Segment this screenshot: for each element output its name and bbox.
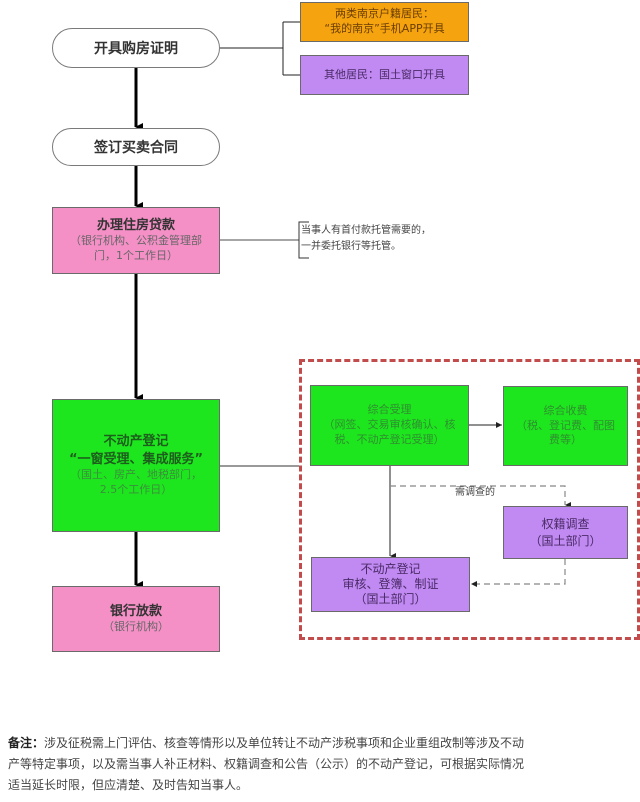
option-nanjing-line1: 两类南京户籍居民： xyxy=(335,7,434,21)
survey-condition-label: 需调查的 xyxy=(455,487,495,498)
option-other-label: 其他居民：国土窗口开具 xyxy=(324,67,445,81)
fees-title: 综合收费 xyxy=(543,403,588,417)
step-sign-contract-label: 签订买卖合同 xyxy=(94,140,178,156)
registration-line1: 不动产登记 xyxy=(360,562,421,576)
step-registration-title1: 不动产登记 xyxy=(103,434,169,450)
step-housing-loan-title: 办理住房贷款 xyxy=(96,217,175,233)
footnote-label: 备注： xyxy=(8,736,45,750)
fees-detail1: （税、登记费、配图 xyxy=(516,418,615,432)
loan-annotation: 当事人有首付款托管需要的， 一并委托银行等托管。 xyxy=(301,223,481,255)
acceptance-title: 综合受理 xyxy=(367,403,412,417)
step-property-registration: 不动产登记 “一窗受理、集成服务” （国土、房产、地税部门， 2.5个工作日） xyxy=(52,399,220,532)
step-registration-detail2: 2.5个工作日） xyxy=(99,483,173,497)
loan-annotation-line2: 一并委托银行等托管。 xyxy=(301,241,401,252)
option-nanjing-line2: “我的南京”手机APP开具 xyxy=(324,22,445,35)
acceptance-detail2: 税、不动产登记受理） xyxy=(334,432,445,446)
footnote-line3: 适当延长时限，但应清楚、及时告知当事人。 xyxy=(8,778,249,792)
option-other-residents: 其他居民：国土窗口开具 xyxy=(300,55,469,95)
step-bank-loan-release: 银行放款 （银行机构） xyxy=(52,586,220,652)
footnote: 备注：涉及征税需上门评估、核查等情形以及单位转让不动产涉税事项和企业重组改制等涉… xyxy=(8,733,638,796)
survey-title: 权籍调查 xyxy=(541,517,590,532)
survey-detail: （国土部门） xyxy=(529,533,602,548)
integrated-service-container xyxy=(299,359,640,640)
step-housing-loan-detail1: （银行机构、公积金管理部 xyxy=(70,234,202,248)
fees-detail2: 费等） xyxy=(549,433,582,447)
integrated-acceptance: 综合受理 （网签、交易审核确认、核 税、不动产登记受理） xyxy=(310,385,469,466)
step-sign-contract: 签订买卖合同 xyxy=(52,128,220,166)
option-nanjing-residents: 两类南京户籍居民： “我的南京”手机APP开具 xyxy=(300,2,469,42)
step-bank-loan-detail: （银行机构） xyxy=(103,620,169,634)
footnote-line2: 产等特定事项，以及需当事人补正材料、权籍调查和公告（公示）的不动产登记，可根据实… xyxy=(8,757,525,771)
step-bank-loan-title: 银行放款 xyxy=(109,603,162,619)
step-housing-loan-detail2: 门，1个工作日） xyxy=(94,249,178,263)
step-purchase-certificate-label: 开具购房证明 xyxy=(94,41,178,57)
step-registration-title2: “一窗受理、集成服务” xyxy=(68,451,204,467)
footnote-line1: 涉及征税需上门评估、核查等情形以及单位转让不动产涉税事项和企业重组改制等涉及不动 xyxy=(44,736,525,750)
title-survey: 权籍调查 （国土部门） xyxy=(503,506,628,559)
loan-annotation-line1: 当事人有首付款托管需要的， xyxy=(301,225,431,236)
registration-review: 不动产登记 审核、登簿、制证 （国土部门） xyxy=(311,557,470,612)
registration-line2: 审核、登簿、制证 xyxy=(342,577,439,591)
step-purchase-certificate: 开具购房证明 xyxy=(52,28,220,68)
step-registration-detail1: （国土、房产、地税部门， xyxy=(70,468,202,482)
step-housing-loan: 办理住房贷款 （银行机构、公积金管理部 门，1个工作日） xyxy=(52,207,220,274)
integrated-fees: 综合收费 （税、登记费、配图 费等） xyxy=(503,386,628,466)
acceptance-detail1: （网签、交易审核确认、核 xyxy=(323,418,456,432)
registration-line3: （国土部门） xyxy=(354,592,427,606)
